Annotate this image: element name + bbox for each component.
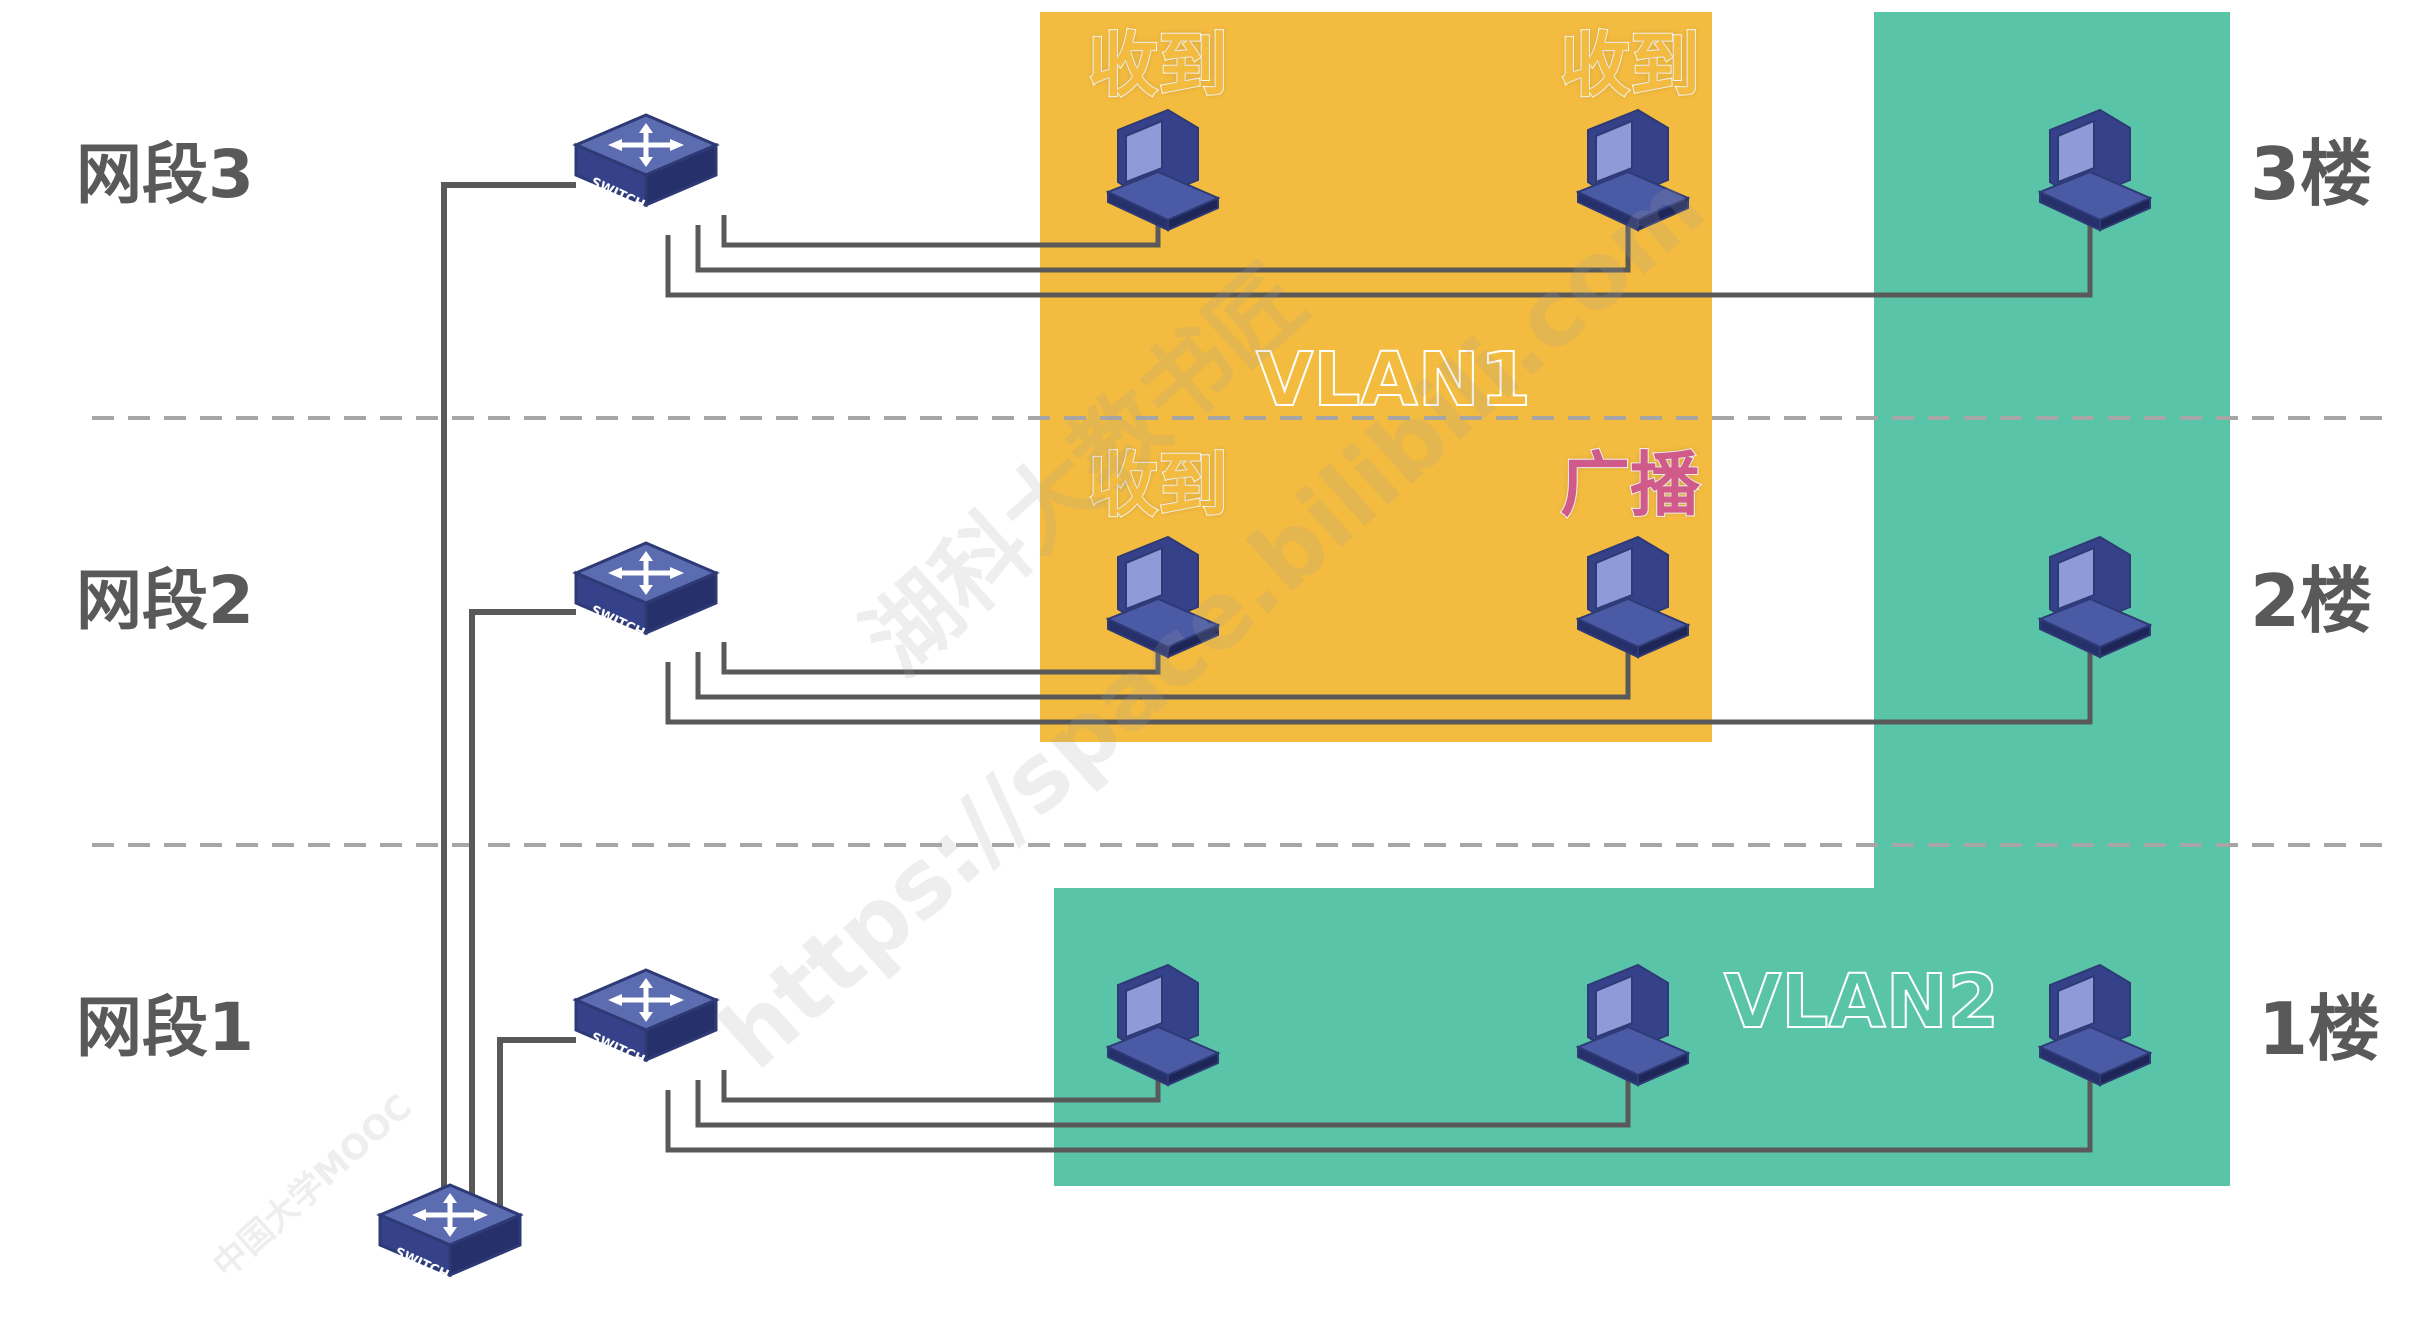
segment-3-label: 网段3 xyxy=(76,136,254,213)
floor-2-label: 2楼 xyxy=(2250,559,2373,643)
vlan2-label: VLAN2 xyxy=(1723,959,2000,1045)
broadcast-tag-f2-b: 广播 xyxy=(1559,444,1701,526)
received-tag-f3-b: 收到 xyxy=(1559,24,1701,106)
received-tag-f2-a: 收到 xyxy=(1087,444,1229,526)
uplink-cables xyxy=(441,182,576,1225)
segment-2-label: 网段2 xyxy=(76,562,254,639)
switch-floor2-icon xyxy=(576,543,716,641)
vlan2-region xyxy=(1054,12,2230,1186)
access-cables xyxy=(665,205,2093,1153)
vlan1-label: VLAN1 xyxy=(1255,337,1532,423)
switch-floor3-icon xyxy=(576,115,716,213)
received-tag-f3-a: 收到 xyxy=(1087,24,1229,106)
switch-floor1-icon xyxy=(576,970,716,1068)
floor-1-label: 1楼 xyxy=(2258,987,2381,1071)
floor-3-label: 3楼 xyxy=(2250,132,2373,216)
segment-1-label: 网段1 xyxy=(76,989,254,1066)
